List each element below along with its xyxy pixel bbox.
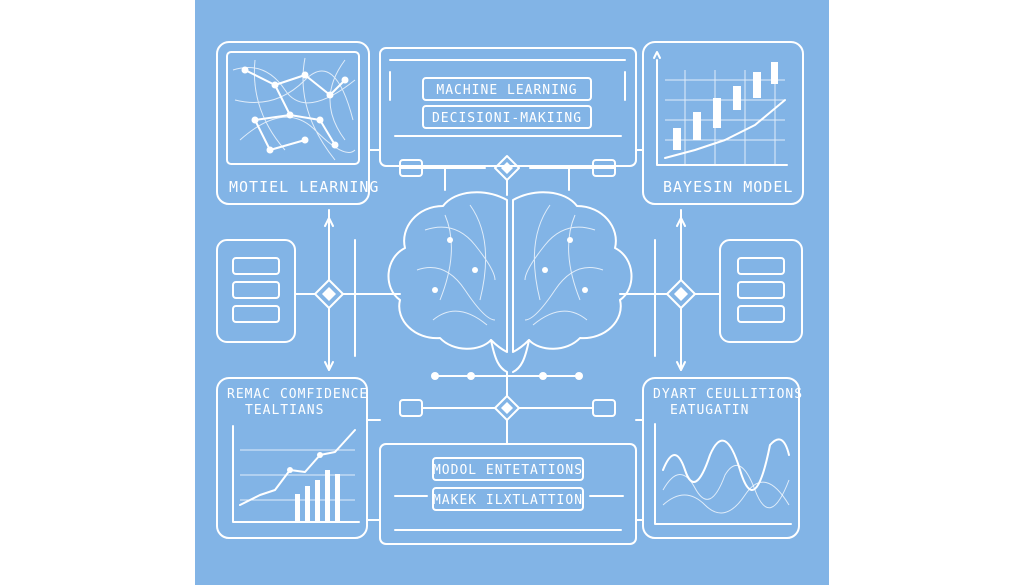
center-top-label-1: MACHINE LEARNING xyxy=(436,83,577,98)
center-bottom-label-2: MAKEK ILXTLATTION xyxy=(433,493,583,508)
network-graph-icon xyxy=(232,57,356,161)
line-bar-chart-icon xyxy=(232,425,360,523)
center-bottom-label-1: MODOL ENTETATIONS xyxy=(433,463,583,478)
center-bottom-block: MODOL ENTETATIONS MAKEK ILXTLATTION xyxy=(379,443,637,545)
panel-top-right: BAYESIN MODEL xyxy=(642,41,804,205)
panel-bottom-left-label-2: TEALTIANS xyxy=(245,403,324,418)
panel-bottom-left: REMAC COMFIDENCE TEALTIANS xyxy=(216,377,368,539)
center-top-label-2: DECISIONI-MAKIING xyxy=(432,111,582,126)
database-stack-icon xyxy=(216,239,296,343)
database-stack-icon-right xyxy=(719,239,803,343)
connector-lines xyxy=(294,149,721,521)
brain-icon xyxy=(387,191,633,373)
bar-chart-icon xyxy=(653,51,788,166)
panel-bottom-right-label-2: EATUGATIN xyxy=(670,403,749,418)
wave-chart-icon xyxy=(654,423,792,525)
diagram-svg: MOTIEL LEARNING BAYESIN MODEL REMAC COMF… xyxy=(195,0,829,585)
panel-bottom-left-label-1: REMAC COMFIDENCE xyxy=(227,387,368,402)
panel-top-right-label: BAYESIN MODEL xyxy=(663,178,793,196)
panel-bottom-right: DYART CEULLITIONS EATUGATIN xyxy=(642,377,803,539)
panel-top-left-label: MOTIEL LEARNING xyxy=(229,178,379,196)
panel-bottom-right-label-1: DYART CEULLITIONS xyxy=(653,387,803,402)
panel-top-left: MOTIEL LEARNING xyxy=(216,41,379,205)
diagram-canvas: MOTIEL LEARNING BAYESIN MODEL REMAC COMF… xyxy=(195,0,829,585)
